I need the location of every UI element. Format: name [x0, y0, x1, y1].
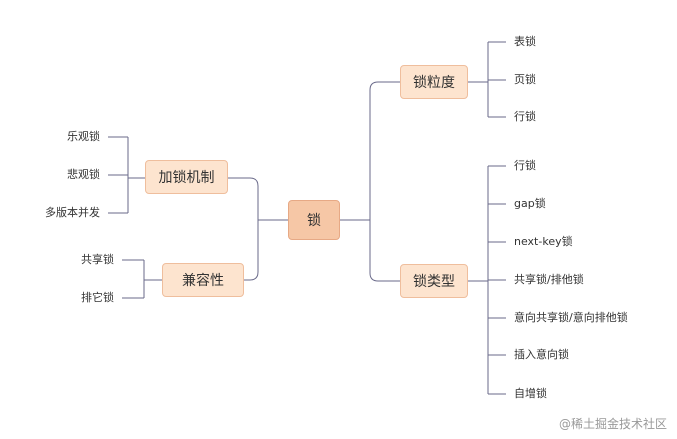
branch-compatibility[interactable]: 兼容性 — [162, 263, 244, 297]
branch-label: 加锁机制 — [158, 170, 215, 186]
leaf-node[interactable]: 共享锁/排他锁 — [514, 273, 584, 286]
leaf-node[interactable]: gap锁 — [514, 197, 546, 210]
leaf-node[interactable]: 共享锁 — [81, 253, 114, 266]
leaf-node[interactable]: next-key锁 — [514, 235, 573, 248]
leaf-node[interactable]: 排它锁 — [81, 291, 114, 304]
leaf-node[interactable]: 悲观锁 — [67, 168, 100, 181]
branch-locking-mechanism[interactable]: 加锁机制 — [145, 160, 228, 194]
branch-lock-type[interactable]: 锁类型 — [400, 264, 468, 298]
connector-root-to-lock-type — [340, 219, 400, 282]
leaf-node[interactable]: 乐观锁 — [67, 130, 100, 143]
leaf-node[interactable]: 表锁 — [514, 35, 536, 48]
leaf-node[interactable]: 意向共享锁/意向排他锁 — [514, 311, 628, 324]
connector-mechanism-leaves — [108, 136, 145, 214]
root-node[interactable]: 锁 — [288, 200, 340, 240]
connector-root-to-compatibility — [244, 219, 288, 281]
leaf-node[interactable]: 自增锁 — [514, 387, 547, 400]
leaf-node[interactable]: 多版本并发 — [45, 206, 100, 219]
connector-root-to-lock-granularity — [340, 81, 400, 221]
branch-label: 兼容性 — [182, 273, 224, 289]
connector-granularity-leaves — [468, 41, 506, 118]
watermark: @稀土掘金技术社区 — [558, 417, 667, 431]
leaf-node[interactable]: 页锁 — [514, 73, 536, 86]
connector-root-to-locking-mechanism — [228, 177, 288, 221]
connector-type-leaves — [468, 165, 506, 395]
leaf-node[interactable]: 行锁 — [514, 159, 536, 172]
connector-compatibility-leaves — [122, 259, 162, 299]
root-node-label: 锁 — [307, 213, 321, 229]
branch-lock-granularity[interactable]: 锁粒度 — [400, 65, 468, 99]
leaf-node[interactable]: 行锁 — [514, 110, 536, 123]
branch-label: 锁粒度 — [413, 75, 455, 91]
branch-label: 锁类型 — [413, 274, 455, 290]
leaf-node[interactable]: 插入意向锁 — [514, 348, 569, 361]
